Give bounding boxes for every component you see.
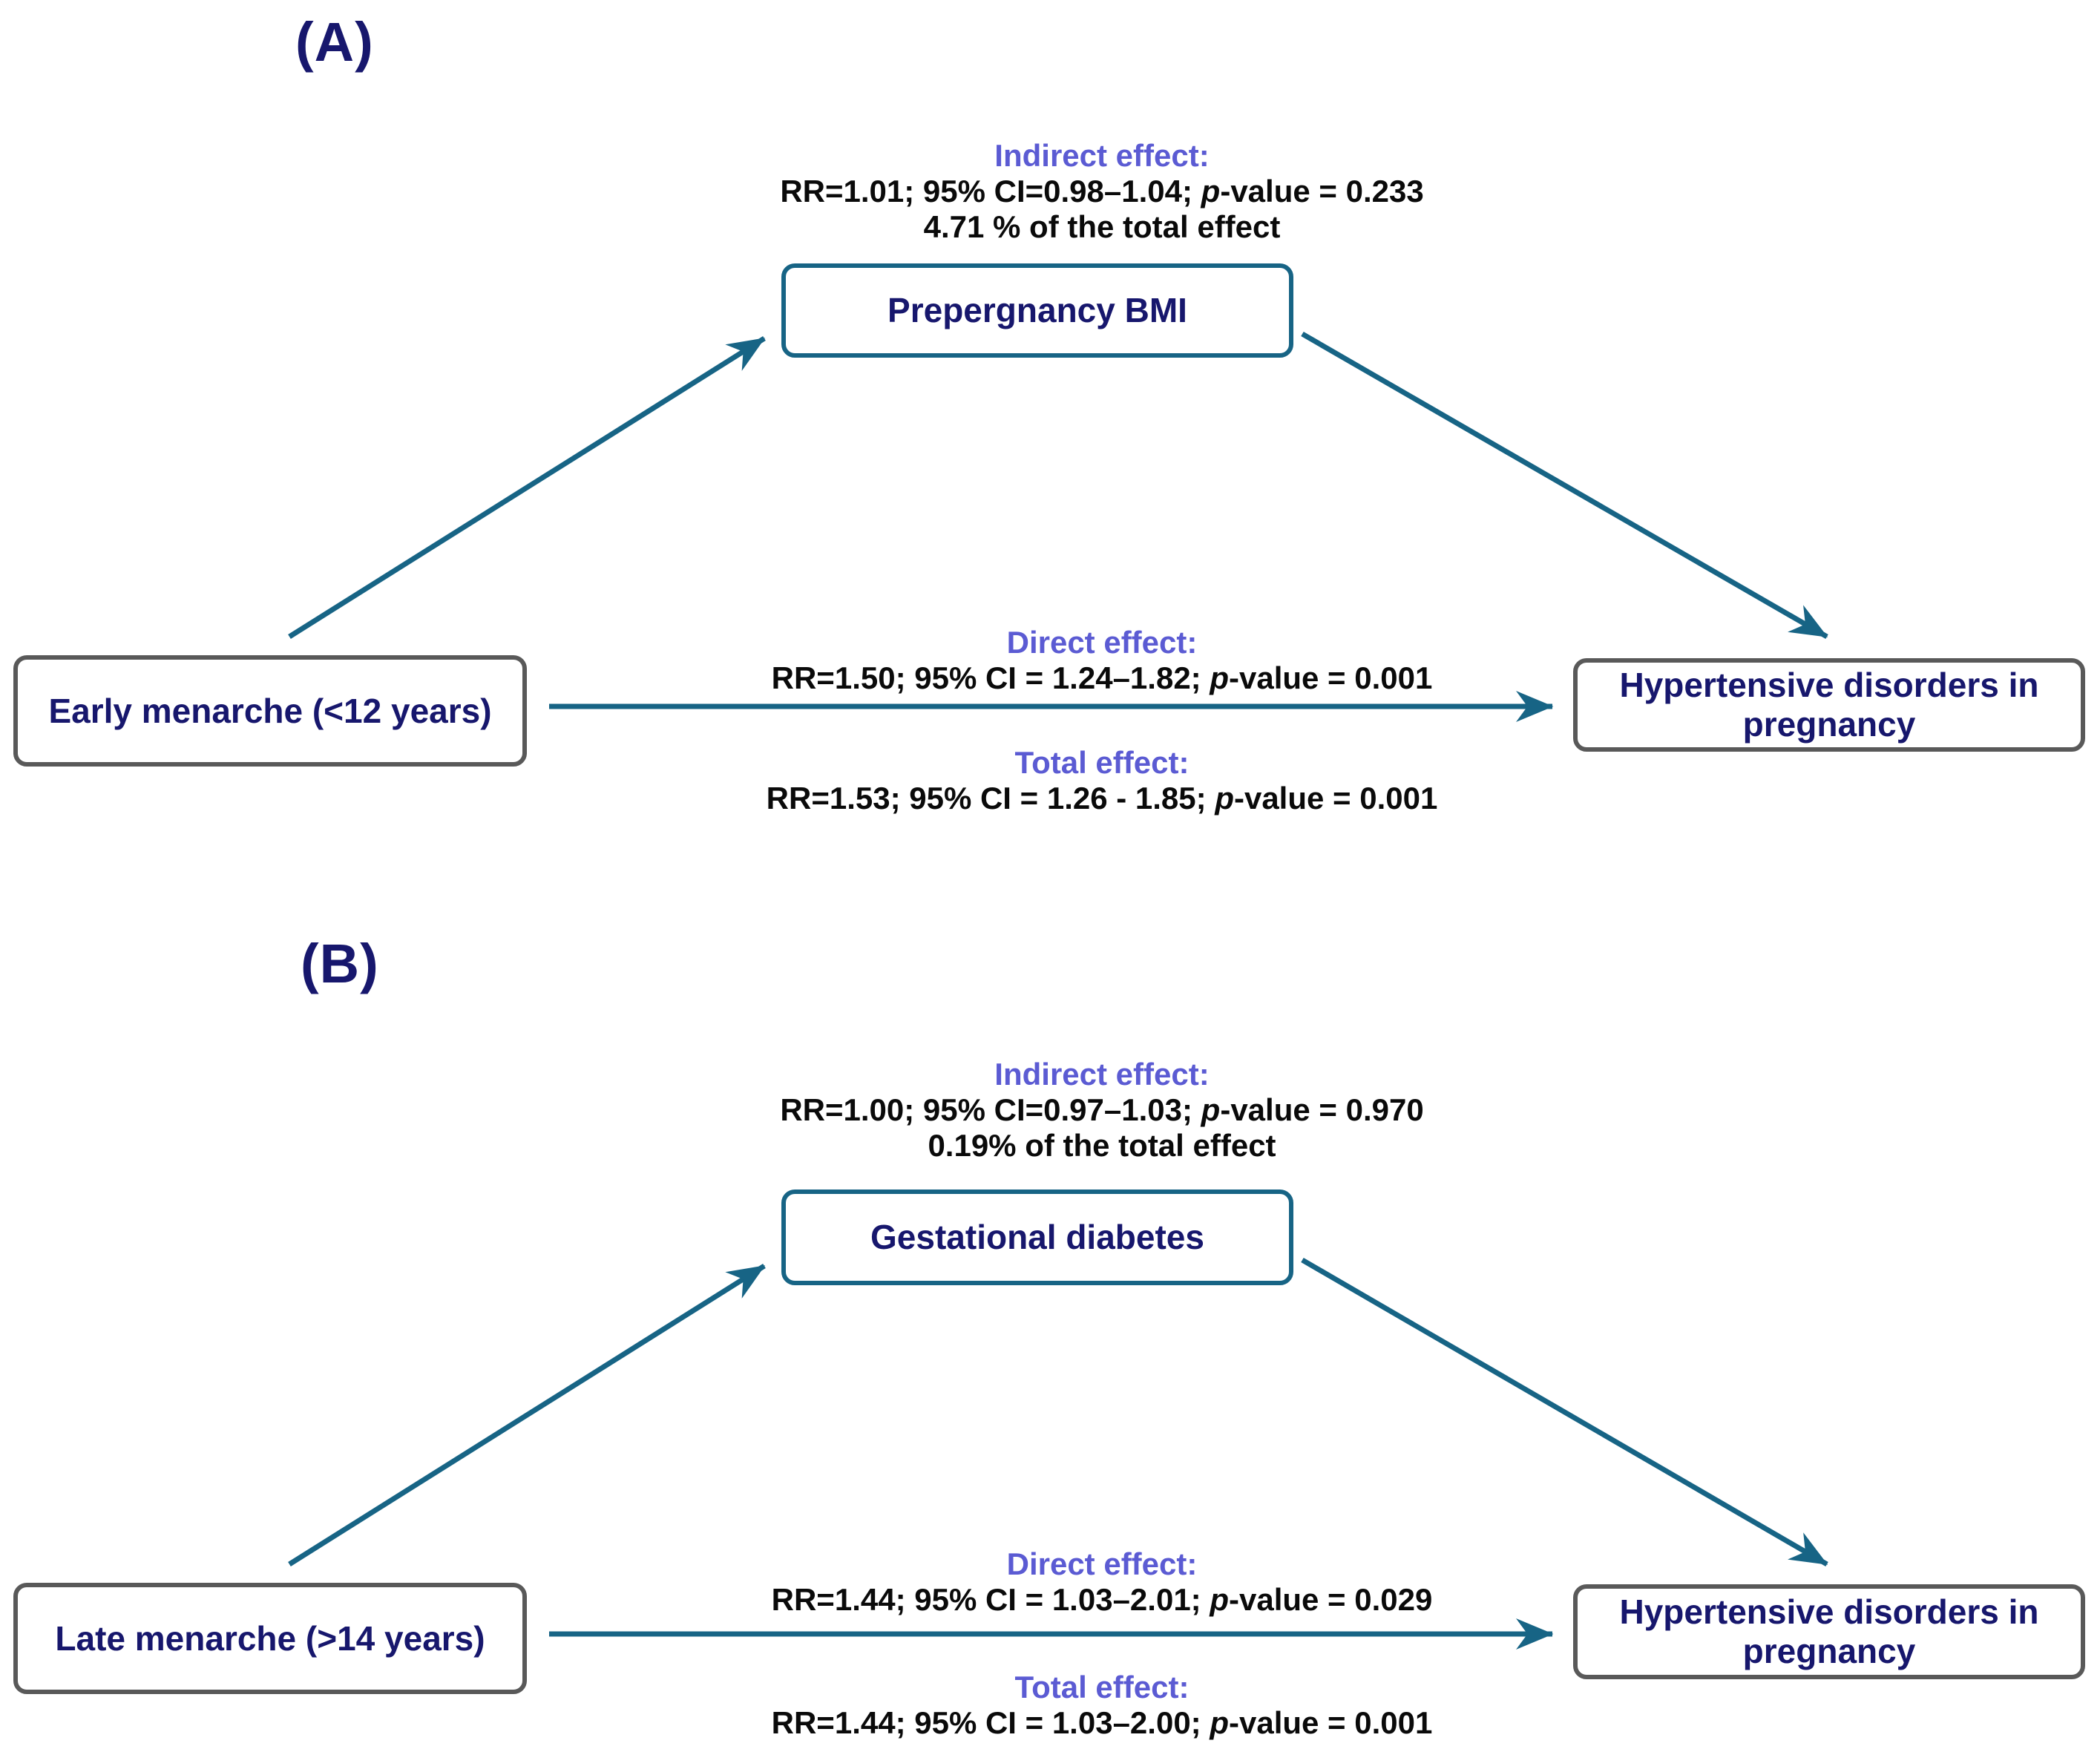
mediator-box-gestational-diabetes: Gestational diabetes	[781, 1189, 1293, 1285]
total-effect-line: RR=1.44; 95% CI = 1.03–2.00; p-value = 0…	[771, 1705, 1433, 1740]
indirect-effect-line: RR=1.01; 95% CI=0.98–1.04; p-value = 0.2…	[780, 174, 1424, 209]
direct-effect-title: Direct effect:	[1006, 625, 1198, 660]
indirect-effect-line: RR=1.00; 95% CI=0.97–1.03; p-value = 0.9…	[780, 1092, 1424, 1127]
panel-a-total-effect-stats: Total effect: RR=1.53; 95% CI = 1.26 - 1…	[746, 745, 1458, 816]
total-effect-line: RR=1.53; 95% CI = 1.26 - 1.85; p-value =…	[766, 781, 1438, 816]
exposure-box-late-menarche: Late menarche (>14 years)	[13, 1583, 527, 1694]
total-effect-title: Total effect:	[1014, 745, 1190, 780]
outcome-box-hypertensive-disorders-a: Hypertensive disorders in pregnancy	[1573, 658, 2085, 752]
indirect-effect-title: Indirect effect:	[994, 1057, 1210, 1092]
panel-a-direct-effect-stats: Direct effect: RR=1.50; 95% CI = 1.24–1.…	[746, 625, 1458, 696]
mediator-label: Gestational diabetes	[870, 1218, 1204, 1257]
outcome-box-hypertensive-disorders-b: Hypertensive disorders in pregnancy	[1573, 1584, 2085, 1679]
total-effect-title: Total effect:	[1014, 1670, 1190, 1704]
outcome-label: Hypertensive disorders in pregnancy	[1619, 666, 2039, 744]
arrow-b-exposure-to-mediator	[288, 1264, 766, 1566]
mediator-box-prepregnancy-bmi: Prepergnancy BMI	[781, 263, 1293, 358]
panel-b-label: (B)	[301, 933, 379, 994]
panel-b-direct-effect-stats: Direct effect: RR=1.44; 95% CI = 1.03–2.…	[746, 1546, 1458, 1618]
exposure-label: Early menarche (<12 years)	[48, 691, 492, 730]
exposure-label: Late menarche (>14 years)	[55, 1618, 485, 1658]
direct-effect-title: Direct effect:	[1006, 1546, 1198, 1581]
arrow-b-mediator-to-outcome	[1301, 1257, 1828, 1567]
arrow-a-mediator-to-outcome	[1301, 331, 1828, 640]
indirect-effect-share: 0.19% of the total effect	[928, 1128, 1276, 1163]
indirect-effect-share: 4.71 % of the total effect	[923, 209, 1281, 244]
panel-b-indirect-effect-stats: Indirect effect: RR=1.00; 95% CI=0.97–1.…	[746, 1057, 1458, 1164]
outcome-label: Hypertensive disorders in pregnancy	[1619, 1592, 2039, 1670]
panel-b-total-effect-stats: Total effect: RR=1.44; 95% CI = 1.03–2.0…	[746, 1670, 1458, 1741]
direct-effect-line: RR=1.50; 95% CI = 1.24–1.82; p-value = 0…	[771, 660, 1433, 695]
direct-effect-line: RR=1.44; 95% CI = 1.03–2.01; p-value = 0…	[771, 1582, 1433, 1617]
arrow-a-exposure-to-mediator	[288, 336, 766, 639]
panel-a-label: (A)	[295, 11, 374, 73]
indirect-effect-title: Indirect effect:	[994, 138, 1210, 173]
panel-a-indirect-effect-stats: Indirect effect: RR=1.01; 95% CI=0.98–1.…	[746, 138, 1458, 245]
exposure-box-early-menarche: Early menarche (<12 years)	[13, 655, 527, 767]
mediator-label: Prepergnancy BMI	[887, 291, 1187, 330]
